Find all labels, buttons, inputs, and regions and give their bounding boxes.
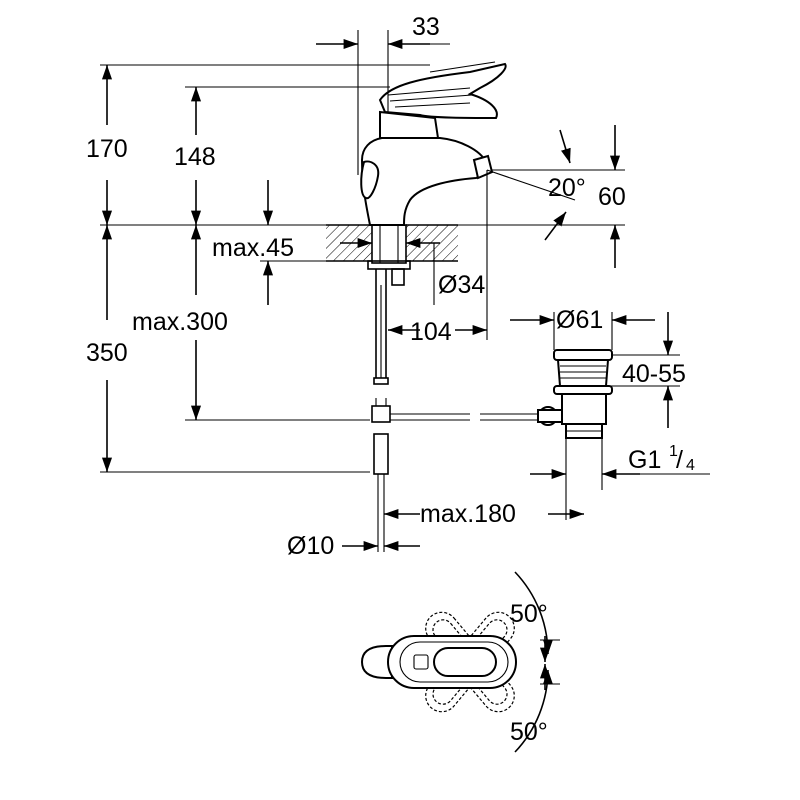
dim-max-deck: max.45 (212, 234, 294, 262)
dim-spout-height: 60 (598, 183, 626, 211)
dim-total-height: 170 (86, 135, 128, 163)
dimension-labels: 33 170 148 20° 60 max.45 Ø34 max.300 350… (86, 13, 695, 746)
dim-waste-thread: G1 1 / 4 (628, 443, 695, 474)
dim-waste-thread-den: 4 (686, 457, 695, 474)
dim-waste-thread-slash: / (676, 446, 683, 474)
dim-hole-diameter: Ø34 (438, 271, 485, 299)
dim-spout-angle: 20° (548, 174, 586, 202)
faucet-top-view (360, 571, 560, 753)
dim-handle-height: 148 (174, 143, 216, 171)
dim-waste-diameter: Ø61 (556, 306, 603, 334)
faucet-side-view (360, 61, 540, 552)
pop-up-waste (537, 349, 613, 439)
dim-waste-max-distance: max.180 (420, 500, 516, 528)
dim-handle-angle-upper: 50° (510, 600, 548, 628)
dim-waste-height: 40-55 (622, 360, 686, 388)
dim-spout-reach: 104 (410, 318, 452, 346)
dim-handle-angle-lower: 50° (510, 718, 548, 746)
dim-hose-total: 350 (86, 339, 128, 367)
dimension-lines (101, 30, 710, 552)
dim-waste-thread-num: 1 (669, 443, 678, 460)
dim-max-hose-length: max.300 (132, 308, 228, 336)
dim-waste-thread-main: G1 (628, 446, 661, 474)
dim-pull-rod-diameter: Ø10 (287, 532, 334, 560)
dim-spout-offset: 33 (412, 13, 440, 41)
reference-lines (100, 64, 625, 473)
